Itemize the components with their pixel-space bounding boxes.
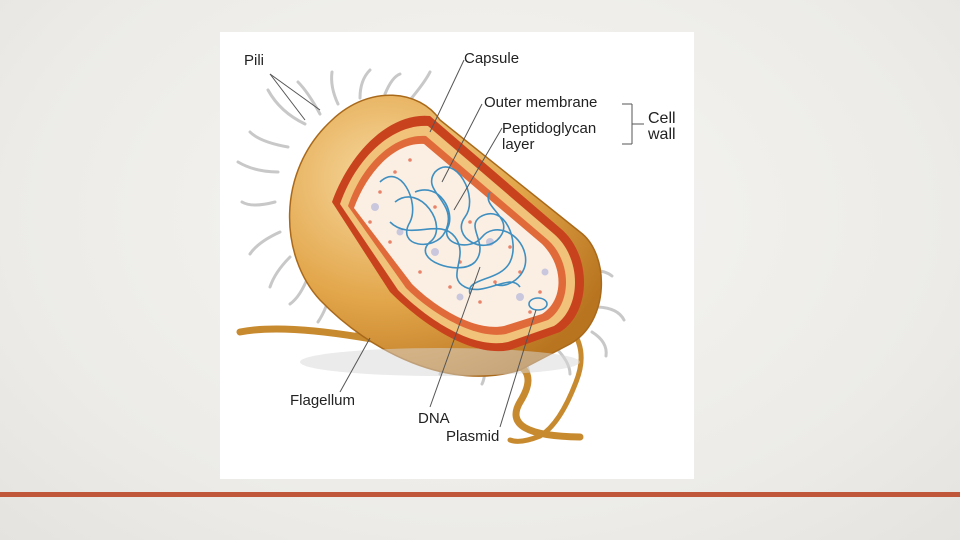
bacterial-cell-figure: Pili Capsule Outer membrane Peptidoglyca… <box>220 32 694 479</box>
label-wall: wall <box>648 126 676 143</box>
label-pili: Pili <box>244 52 265 69</box>
granules <box>371 203 549 301</box>
label-outer-membrane: Outer membrane <box>484 94 598 111</box>
label-cell: Cell <box>648 110 676 127</box>
label-dna: DNA <box>418 410 450 427</box>
label-flagellum: Flagellum <box>290 392 356 409</box>
label-capsule: Capsule <box>464 50 520 67</box>
cytoplasm <box>354 143 559 327</box>
ribosomes <box>368 158 542 314</box>
accent-rule <box>0 492 960 497</box>
leader-lines <box>269 59 644 428</box>
dna-strands <box>379 166 527 295</box>
label-peptidoglycan: Peptidoglycan <box>502 120 597 137</box>
label-peptidoglycan-layer: layer <box>502 136 535 153</box>
plasmid-ring <box>528 297 548 311</box>
bacterium-illustration <box>236 59 644 444</box>
label-plasmid: Plasmid <box>446 428 500 445</box>
